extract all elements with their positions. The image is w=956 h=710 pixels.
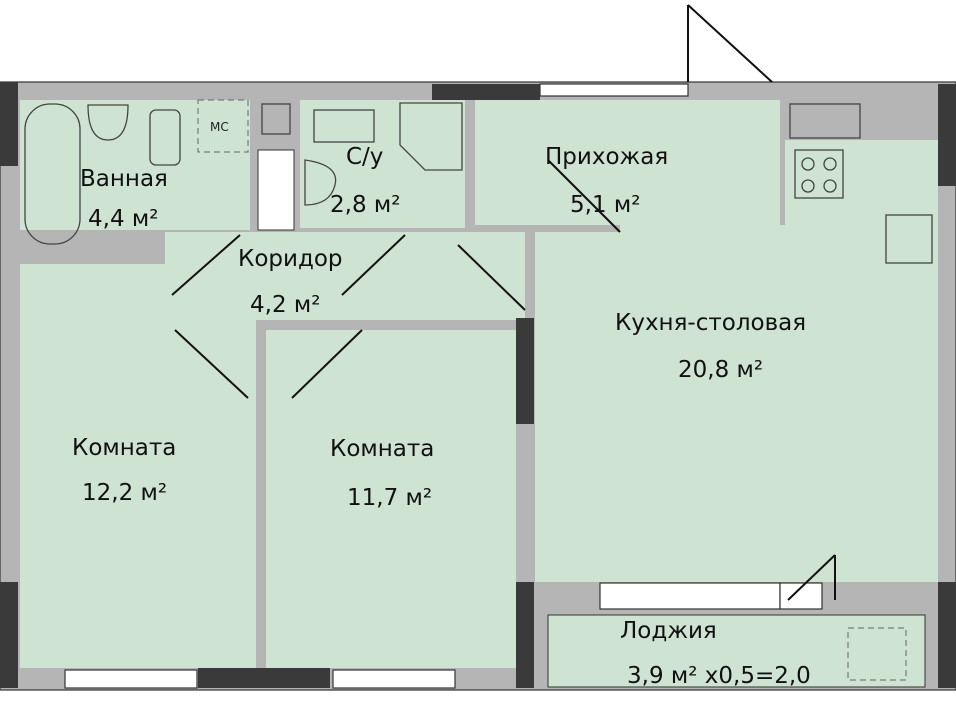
kitchen-counter-icon [789, 103, 861, 139]
washer-label: МС [210, 120, 229, 134]
area-hall: 5,1 м² [570, 192, 640, 218]
washer-spot [197, 99, 249, 153]
area-loggia: 3,9 м² x0,5=2,0 [627, 663, 811, 689]
room-bath [20, 100, 250, 230]
bathtub-icon [24, 103, 81, 245]
entrance-door-swing [687, 4, 773, 83]
counter-icon [261, 103, 291, 135]
label-corridor: Коридор [238, 246, 343, 272]
area-kitchen: 20,8 м² [678, 357, 763, 383]
wc-sink-icon [304, 159, 337, 206]
doors [171, 159, 836, 601]
windows [64, 83, 823, 689]
label-hall: Прихожая [545, 144, 668, 170]
room-wc [300, 100, 465, 228]
plumbing-fixtures: МС [24, 99, 933, 681]
room-labels: Ванная 4,4 м² С/у 2,8 м² Прихожая 5,1 м²… [72, 144, 811, 689]
label-kitchen: Кухня-столовая [615, 310, 806, 336]
washbasin-icon [87, 104, 129, 141]
shower-icon [399, 102, 463, 171]
label-loggia: Лоджия [620, 618, 717, 644]
label-room-1: Комната [72, 435, 176, 461]
area-room-1: 12,2 м² [82, 480, 167, 506]
toilet-icon [149, 109, 181, 166]
stove-icon [794, 149, 844, 199]
kitchen-sink-icon [885, 214, 933, 264]
room-1 [20, 264, 256, 668]
loggia-equipment-spot [847, 627, 907, 681]
label-room-2: Комната [330, 436, 434, 462]
area-corridor: 4,2 м² [250, 292, 320, 318]
label-wc: С/у [346, 144, 383, 170]
load-bearing-walls [0, 82, 956, 688]
room-hall [475, 100, 780, 225]
wc-toilet-icon [313, 109, 375, 143]
room-loggia [547, 614, 926, 688]
area-room-2: 11,7 м² [347, 485, 432, 511]
area-bath: 4,4 м² [88, 206, 158, 232]
area-wc: 2,8 м² [330, 192, 400, 218]
room-kitchen [535, 140, 938, 582]
room-2 [266, 330, 516, 668]
vent-shaft [257, 149, 295, 231]
label-bath: Ванная [80, 166, 168, 192]
